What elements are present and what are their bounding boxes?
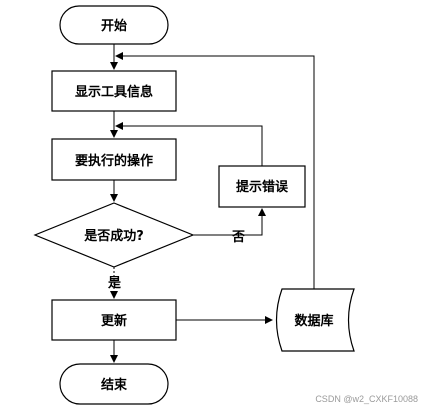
operation-label: 要执行的操作 bbox=[75, 153, 153, 169]
error-prompt-label: 提示错误 bbox=[236, 179, 289, 195]
operation-box: 要执行的操作 bbox=[51, 138, 177, 181]
edge-label-no: 否 bbox=[231, 230, 245, 245]
end-terminal: 结束 bbox=[59, 363, 169, 405]
update-label: 更新 bbox=[101, 313, 127, 329]
show-tool-info-box: 显示工具信息 bbox=[51, 70, 177, 112]
database-shape: 数据库 bbox=[275, 288, 355, 352]
arrow-database-to-info bbox=[115, 52, 315, 289]
show-tool-info-label: 显示工具信息 bbox=[75, 84, 153, 100]
start-label: 开始 bbox=[101, 18, 127, 34]
end-label: 结束 bbox=[101, 377, 128, 393]
database-label: 数据库 bbox=[294, 313, 333, 329]
error-prompt-box: 提示错误 bbox=[218, 165, 306, 208]
update-box: 更新 bbox=[51, 299, 177, 341]
arrow-decision-no bbox=[193, 208, 266, 236]
arrow-error-to-operation bbox=[115, 122, 263, 166]
start-terminal: 开始 bbox=[59, 5, 169, 45]
decision-label: 是否成功? bbox=[83, 228, 144, 244]
edge-label-yes: 是 bbox=[107, 276, 122, 291]
watermark: CSDN @w2_CXKF10088 bbox=[315, 394, 418, 404]
decision-diamond: 是否成功? bbox=[33, 202, 195, 268]
